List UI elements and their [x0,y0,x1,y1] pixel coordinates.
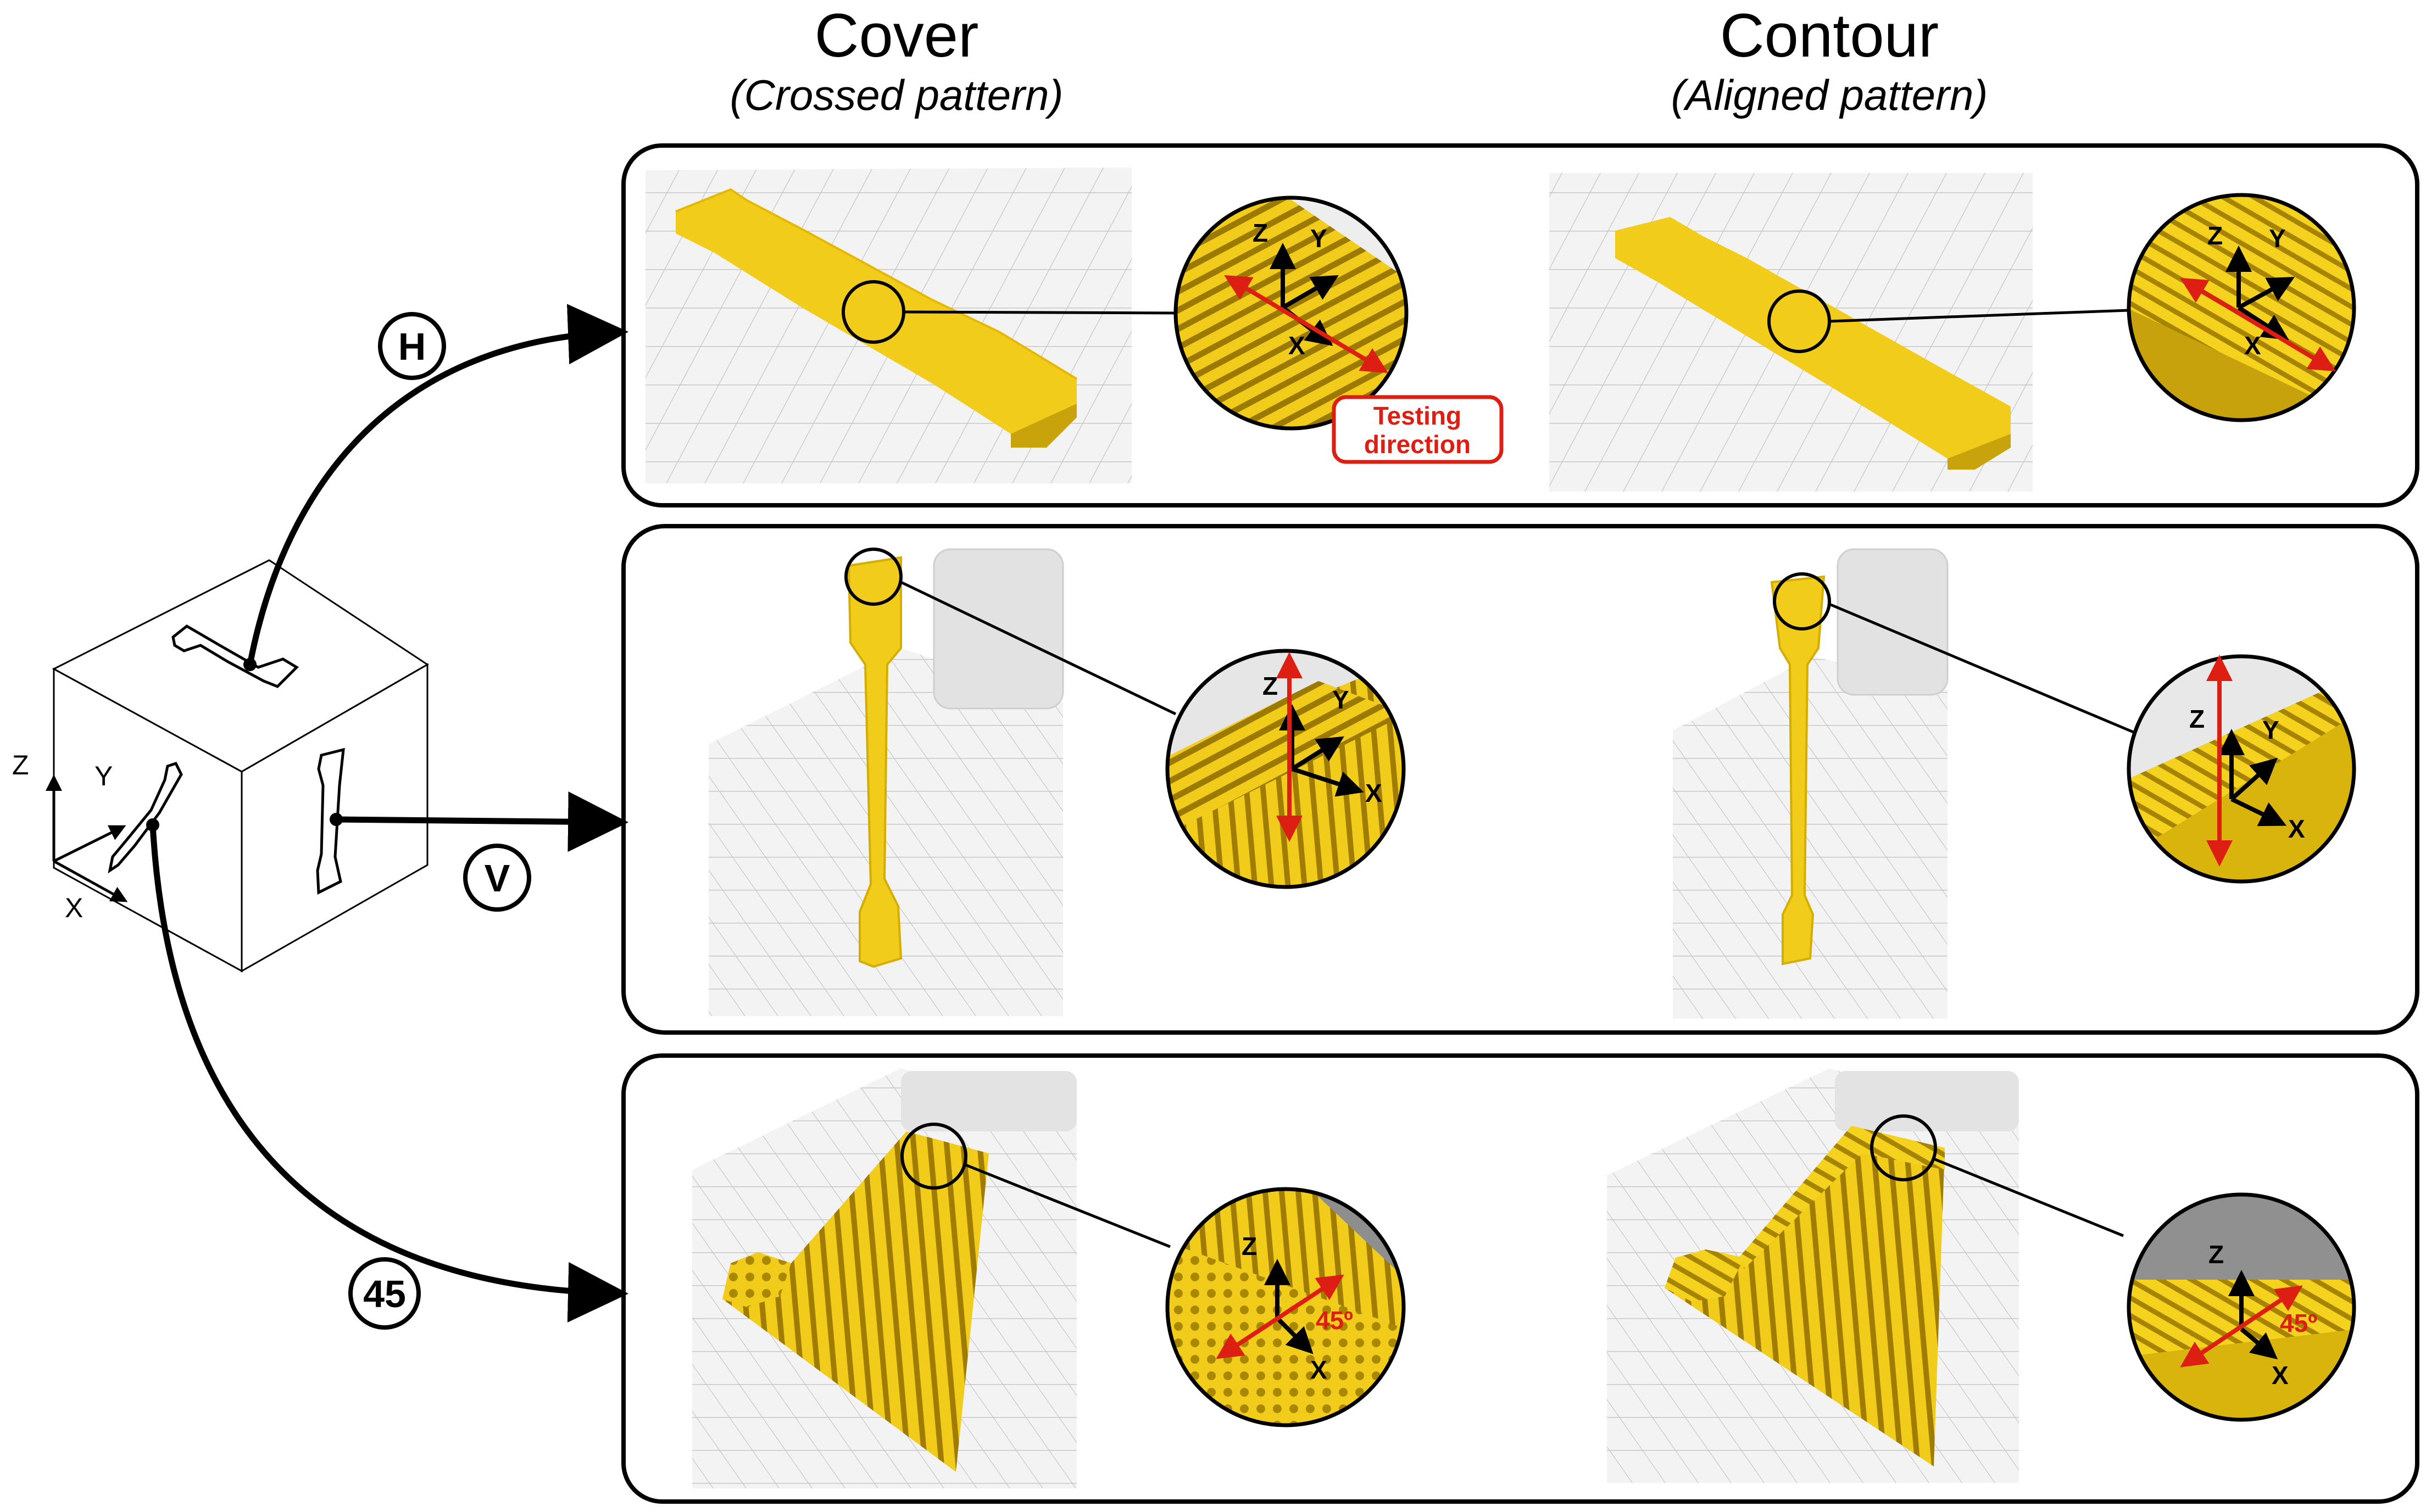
axis-z-label: Z [2207,221,2223,250]
axis-y-label: Y [2262,716,2279,744]
testing-direction-line2: direction [1364,430,1471,459]
cover-subtitle: (Crossed pattern) [730,71,1064,119]
badge-v: V [463,844,531,912]
zoom-marker [900,1123,967,1190]
cube-axis-x: X [65,892,83,923]
axis-x-label: X [2244,331,2261,360]
testing-direction-line1: Testing [1373,401,1461,430]
cube-specimen-45 [108,761,183,874]
axis-y-label: Y [2269,224,2286,253]
svg-text:H: H [398,325,426,368]
axis-z-label: Z [1262,672,1278,700]
badge-h: H [378,312,446,380]
axis-z-label: Z [1242,1232,1257,1260]
cover-45-zoom: Z X 45º [1165,1187,1406,1427]
angle-label: 45º [1316,1306,1353,1335]
contour-45-zoom: Z X 45º [2127,1192,2356,1422]
svg-text:V: V [485,857,510,900]
contour-vertical-zoom: Z Y X [2127,654,2356,884]
panel-vertical [621,524,2419,1035]
contour-title: Contour [1720,1,1939,70]
cover-vertical-render [709,535,1177,1016]
axis-z-label: Z [2189,705,2205,733]
badge-45: 45 [348,1257,421,1330]
axis-x-label: X [1365,779,1382,807]
arrow-h [243,304,628,671]
testing-direction-callout: Testing direction [1332,395,1504,464]
cube-axis-z: Z [12,750,29,780]
cube-axis-y: Y [94,761,113,791]
arrow-v [330,791,628,852]
cover-horizontal-zoom: Z Y X [1173,196,1409,431]
axis-y-label: Y [1310,224,1327,253]
axis-y-label: Y [1332,685,1349,714]
contour-subtitle: (Aligned pattern) [1671,71,1988,119]
zoom-marker [844,548,903,606]
cover-vertical-zoom: Z Y X [1165,649,1406,889]
axis-z-label: Z [2208,1240,2224,1269]
axis-x-label: X [2288,814,2305,843]
arrow-45 [146,818,628,1323]
axis-x-label: X [2272,1361,2289,1390]
cover-45-render [692,1068,1171,1488]
contour-45-render [1607,1068,2124,1483]
cube-axes: Z Y X [12,750,128,923]
contour-horizontal-zoom: Z Y X [2127,193,2356,422]
cover-horizontal-render [646,168,1177,483]
contour-horizontal-render [1549,173,2129,492]
zoom-marker [1773,572,1831,631]
angle-label: 45º [2280,1309,2317,1337]
axis-x-label: X [1310,1355,1327,1384]
contour-vertical-render [1673,535,2143,1019]
cover-title: Cover [815,1,979,70]
cube-specimen-horizontal [171,624,299,688]
svg-text:45: 45 [363,1273,406,1315]
zoom-marker [1870,1114,1937,1181]
axis-x-label: X [1288,331,1305,360]
axis-z-label: Z [1253,219,1268,247]
